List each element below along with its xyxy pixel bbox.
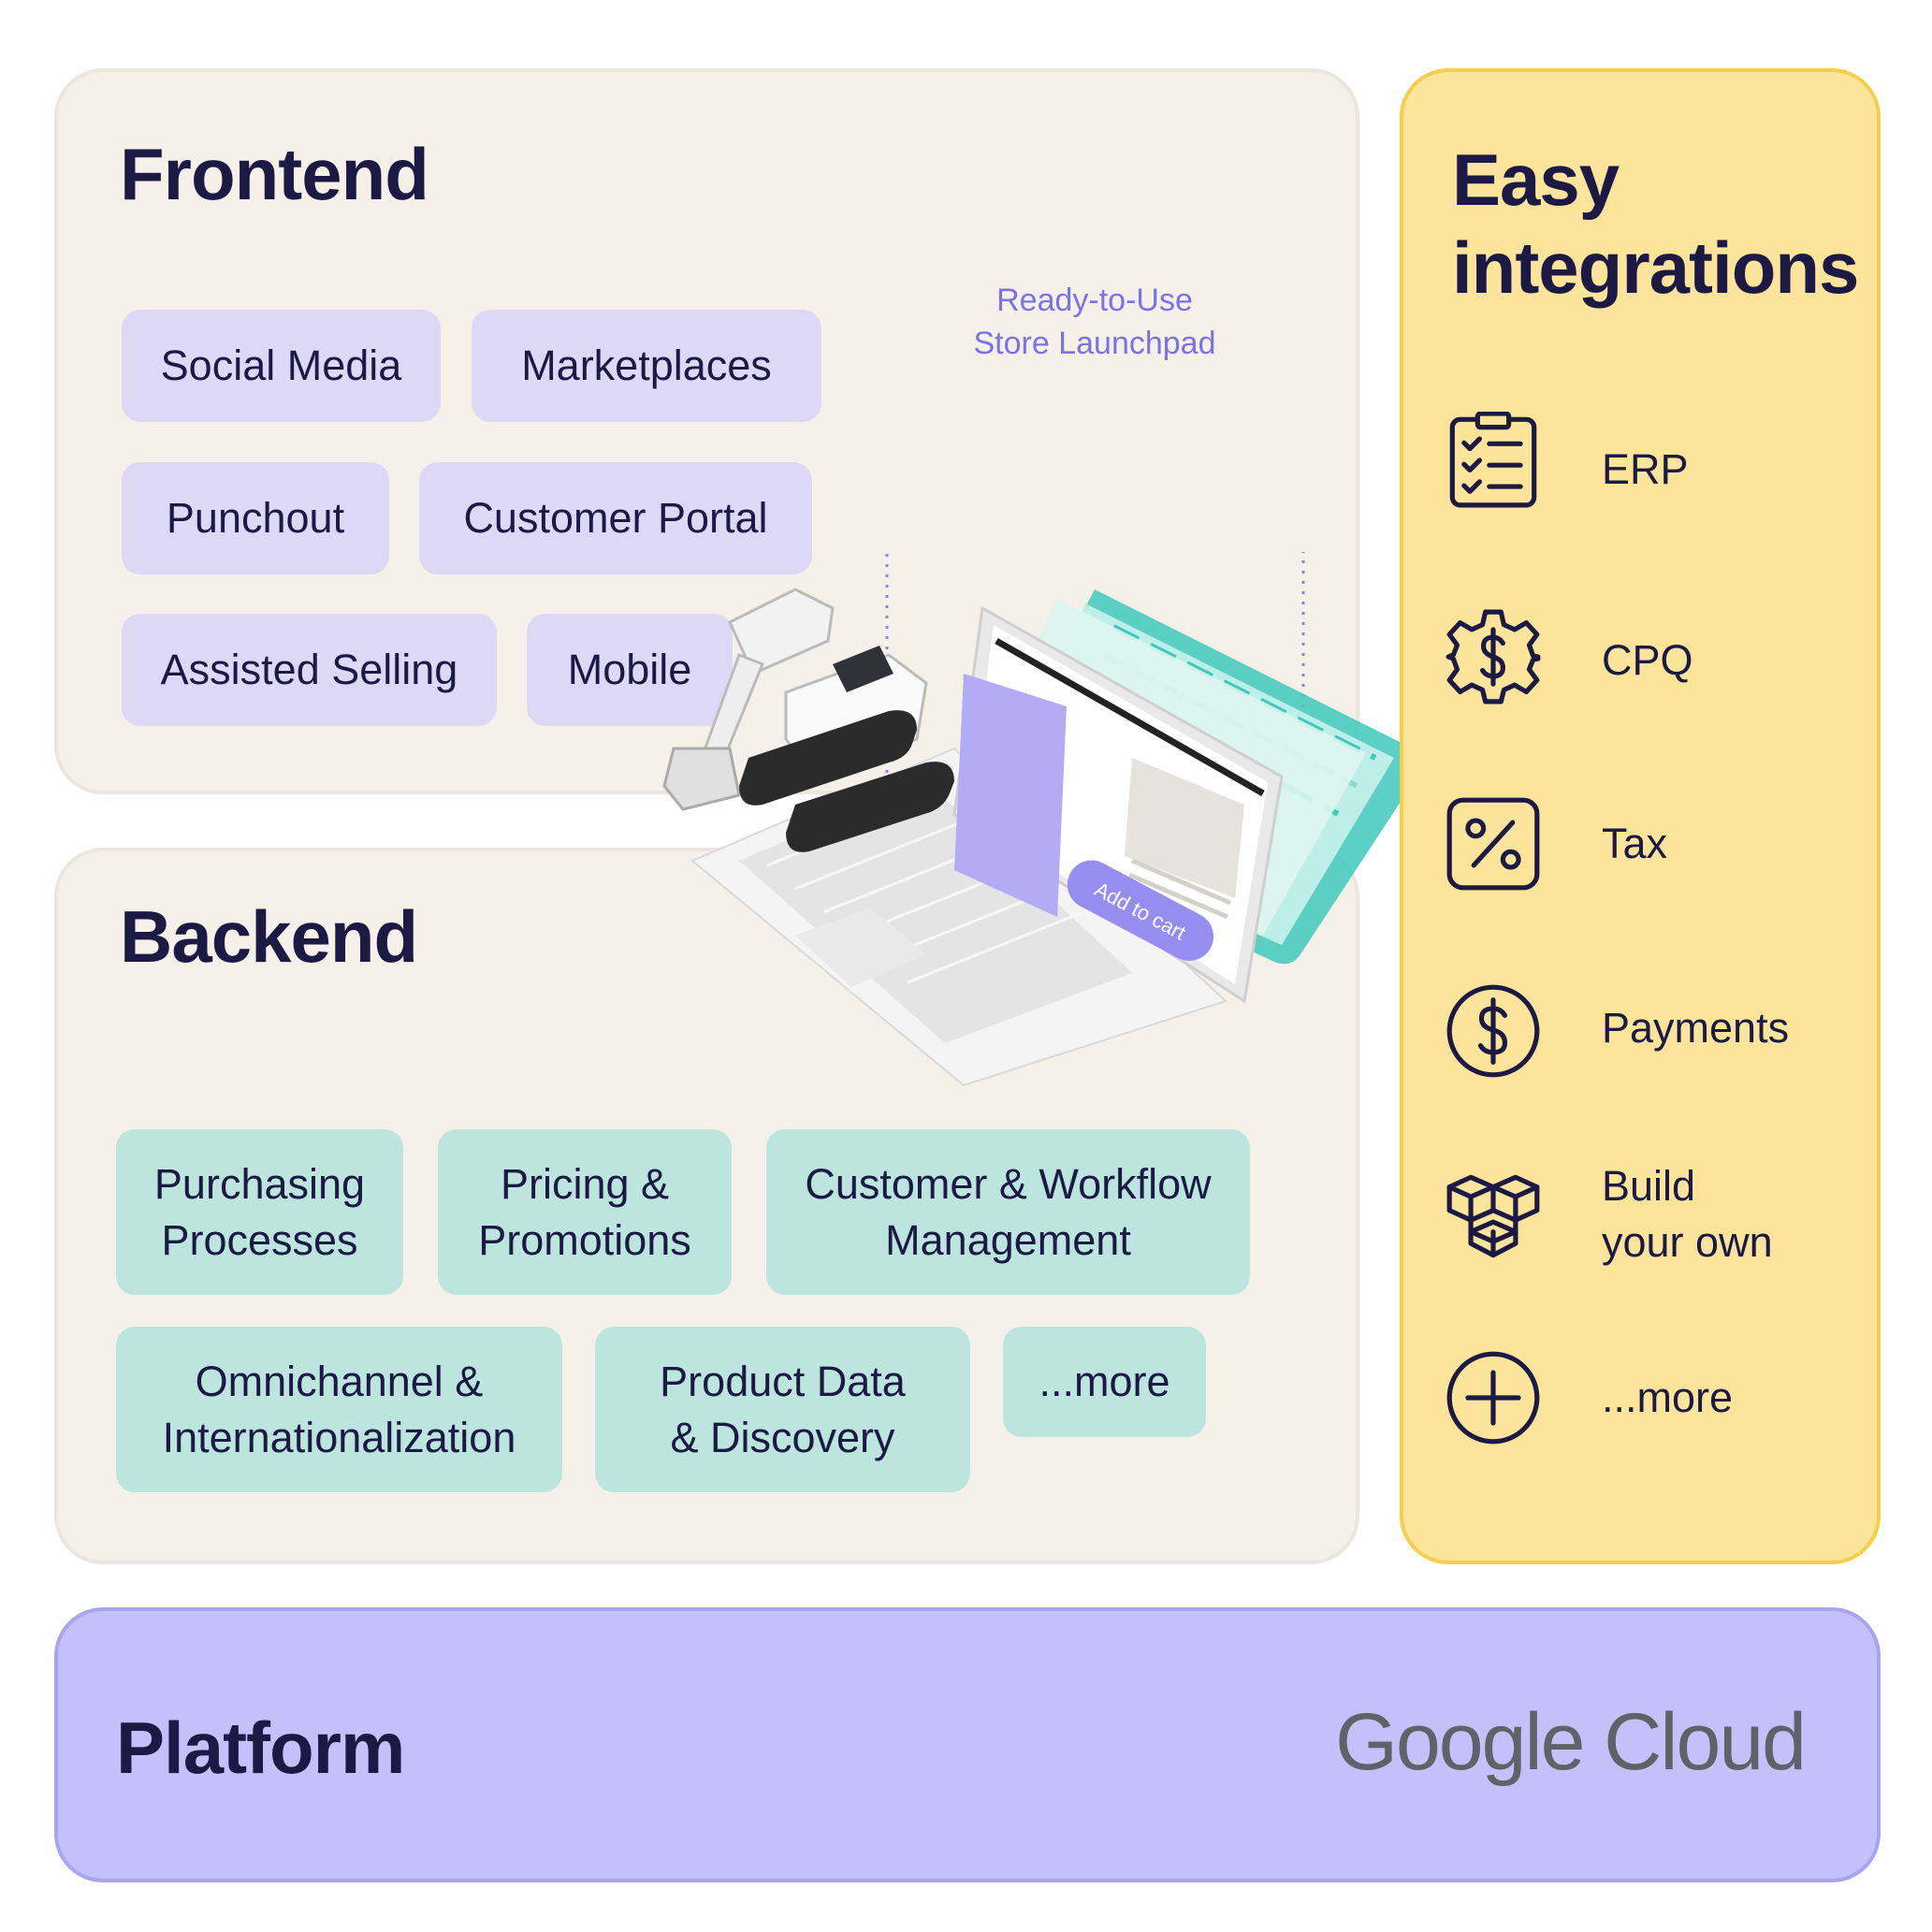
integrations-panel <box>1400 68 1881 1564</box>
gear-dollar-icon <box>1445 609 1541 705</box>
google-cloud-logo: Google Cloud <box>1335 1697 1807 1787</box>
platform-panel <box>54 1607 1881 1882</box>
percent-icon <box>1446 797 1540 891</box>
integration-label-cpq: CPQ <box>1602 636 1693 684</box>
backend-chip-product-data: Product Data & Discovery <box>595 1327 970 1492</box>
frontend-chip-customer-portal: Customer Portal <box>419 462 812 574</box>
cubes-icon <box>1446 1174 1540 1258</box>
frontend-chip-punchout: Punchout <box>122 462 389 574</box>
laptop-keyboard <box>739 781 1132 1043</box>
excavator-image <box>662 588 954 852</box>
backend-chip-more: ...more <box>1003 1327 1206 1437</box>
plus-circle-icon <box>1446 1351 1540 1445</box>
frontend-chip-mobile: Mobile <box>527 614 733 726</box>
platform-title: Platform <box>116 1707 405 1789</box>
product-image-panel <box>954 674 1067 917</box>
integration-label-tax: Tax <box>1602 820 1668 867</box>
integrations-title: Easy integrations <box>1452 138 1859 309</box>
integration-label-payments: Payments <box>1602 1004 1790 1052</box>
integration-label-more: ...more <box>1602 1373 1734 1421</box>
clipboard-checklist-icon <box>1449 412 1537 508</box>
integration-label-erp: ERP <box>1602 445 1689 493</box>
product-description-block <box>1125 758 1244 898</box>
integration-label-build-your-own: Build your own <box>1602 1162 1773 1266</box>
frontend-chip-assisted-selling: Assisted Selling <box>122 614 497 726</box>
frontend-chip-marketplaces: Marketplaces <box>472 310 821 422</box>
laptop-trackpad <box>795 908 926 987</box>
backend-chip-pricing: Pricing & Promotions <box>438 1129 732 1295</box>
backend-chip-customer-workflow: Customer & Workflow Management <box>766 1129 1250 1295</box>
launchpad-label: Ready-to-Use Store Launchpad <box>973 283 1216 361</box>
backend-chip-omnichannel: Omnichannel & Internationalization <box>116 1327 562 1492</box>
frontend-chip-social-media: Social Media <box>122 310 441 422</box>
backend-title: Backend <box>120 895 418 978</box>
dollar-circle-icon <box>1446 984 1540 1078</box>
launchpad-illustration: Add to cart <box>662 552 1422 1087</box>
frontend-title: Frontend <box>120 133 429 215</box>
screen-navbar <box>995 637 1265 797</box>
backend-chip-purchasing: Purchasing Processes <box>116 1129 403 1295</box>
